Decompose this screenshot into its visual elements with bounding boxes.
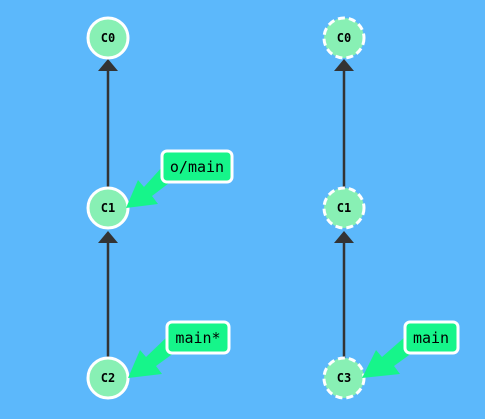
branch-label: o/main	[170, 158, 224, 176]
edge-arrow-c1	[334, 231, 354, 243]
edge-arrow-c1	[98, 231, 118, 243]
branch-tag	[165, 320, 231, 355]
local-repo: C0 C1 C2 o/main main*	[86, 16, 234, 400]
commit-label: C0	[337, 31, 351, 45]
commit-label: C3	[337, 371, 351, 385]
edge-arrow-c0	[334, 59, 354, 71]
commit-label: C1	[101, 201, 115, 215]
branch-main-star[interactable]: main*	[128, 320, 231, 378]
edge-arrow-c0	[98, 59, 118, 71]
commit-c1[interactable]: C1	[86, 186, 130, 230]
remote-commit-c3[interactable]: C3	[322, 356, 366, 400]
commit-c2[interactable]: C2	[86, 356, 130, 400]
commit-label: C2	[101, 371, 115, 385]
commit-label: C1	[337, 201, 351, 215]
commit-label: C0	[101, 31, 115, 45]
branch-o-main[interactable]: o/main	[126, 149, 234, 208]
branch-tag	[403, 320, 460, 355]
commit-c0[interactable]: C0	[86, 16, 130, 60]
remote-repo: C0 C1 C3 main	[322, 16, 460, 400]
branch-label: main	[413, 329, 449, 347]
remote-branch-main[interactable]: main	[362, 320, 460, 378]
branch-label: main*	[175, 329, 220, 347]
remote-commit-c0[interactable]: C0	[322, 16, 366, 60]
branch-tag	[160, 149, 234, 184]
branch-pointer-arrow	[362, 336, 416, 378]
remote-commit-c1[interactable]: C1	[322, 186, 366, 230]
